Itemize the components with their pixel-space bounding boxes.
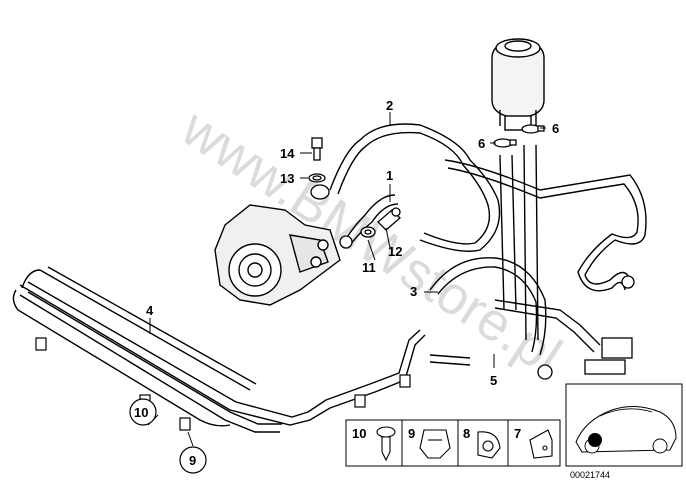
push-rivet-icon (376, 426, 396, 462)
parts-legend: 10 9 8 7 (345, 419, 561, 467)
hose-clamp-6a (493, 138, 517, 148)
callout-14: 14 (280, 146, 295, 161)
legend-part-9: 9 (408, 426, 415, 441)
legend-part-8: 8 (463, 426, 470, 441)
hose-holder-icon (477, 431, 501, 459)
leader-lines (147, 112, 546, 447)
legend-part-10: 10 (352, 426, 366, 441)
fluid-reservoir (491, 38, 545, 131)
clip-icon (419, 429, 451, 459)
steering-pump (214, 204, 341, 306)
callout-3: 3 (410, 284, 417, 299)
cooler-brackets (35, 337, 411, 431)
legend-part-7: 7 (514, 426, 521, 441)
banjo-fitting (310, 184, 330, 200)
pressure-hose-2 (329, 123, 647, 292)
seal-ring-13 (308, 173, 326, 183)
callout-13: 13 (280, 171, 294, 186)
return-hose-3 (429, 257, 547, 356)
callout-4: 4 (146, 303, 154, 318)
valve-block (537, 275, 635, 380)
bolt-14 (311, 137, 323, 161)
callout-11: 11 (362, 260, 376, 275)
seal-ring-11 (360, 226, 376, 238)
callout-6a: 6 (478, 136, 485, 151)
callout-6b: 6 (552, 121, 559, 136)
reservoir-hoses (499, 144, 539, 341)
reference-number: 00021744 (570, 470, 610, 480)
fitting-12 (377, 207, 401, 231)
callout-12: 12 (388, 244, 402, 259)
callout-2: 2 (386, 98, 393, 113)
callout-10-circle: 10 (129, 398, 157, 426)
callout-5: 5 (490, 373, 497, 388)
callout-9: 9 (189, 453, 196, 468)
callout-9-circle: 9 (179, 446, 207, 474)
hose-5 (494, 299, 601, 353)
hose-clamp-6b (521, 124, 545, 134)
callout-10: 10 (134, 405, 148, 420)
vehicle-thumbnail: 00021744 (565, 383, 683, 480)
location-marker-icon (588, 433, 602, 447)
bracket-icon (529, 429, 553, 459)
hose-end-fitting (339, 235, 353, 249)
cooler-coil-4 (12, 266, 471, 433)
callout-1: 1 (386, 168, 393, 183)
suction-hose-1 (344, 194, 399, 246)
